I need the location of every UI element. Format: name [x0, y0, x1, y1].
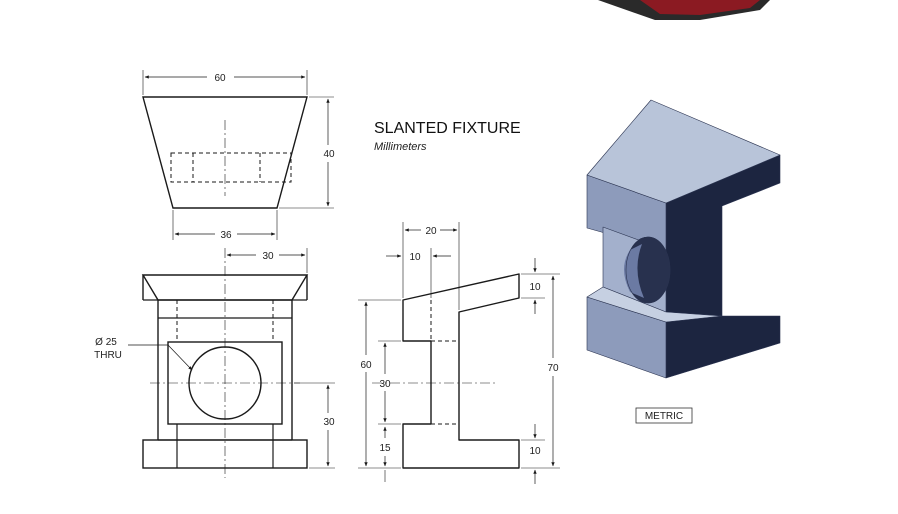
- top-height-label: 40: [323, 149, 335, 160]
- hole-diameter-label: Ø 25: [95, 337, 117, 348]
- side-top-step-label: 10: [529, 282, 541, 293]
- side-slot-label: 30: [379, 379, 391, 390]
- side-left-height-label: 60: [360, 360, 372, 371]
- top-width-label: 60: [214, 73, 226, 84]
- top-bottom-width-label: 36: [220, 230, 232, 241]
- side-width-label: 20: [425, 226, 437, 237]
- top-view: [142, 70, 334, 240]
- side-bottom-step-label: 10: [529, 446, 541, 457]
- side-right-height-label: 70: [547, 363, 559, 374]
- metric-badge: [635, 407, 693, 424]
- side-view: [358, 222, 560, 484]
- hole-thru-label: THRU: [94, 350, 122, 361]
- isometric-view: [586, 99, 781, 379]
- front-height-label: 30: [323, 417, 335, 428]
- side-inner-width-label: 10: [409, 252, 421, 263]
- front-offset-label: 30: [262, 251, 274, 262]
- metric-label: METRIC: [645, 411, 683, 422]
- units-label: Millimeters: [374, 141, 427, 153]
- side-base-label: 15: [379, 443, 391, 454]
- drawing-title: SLANTED FIXTURE: [374, 120, 521, 137]
- photo-fragment: [598, 0, 770, 20]
- front-view: [128, 248, 335, 478]
